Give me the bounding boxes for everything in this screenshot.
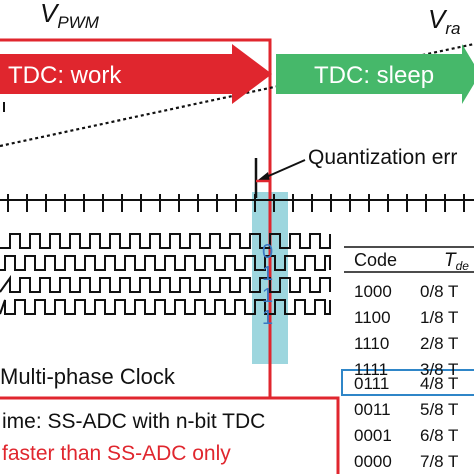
table-t-4: 4/8 T: [420, 374, 458, 393]
table-code-3: 1111: [354, 360, 388, 379]
v-ramp-label: Vra: [428, 4, 460, 38]
clock-phase-3: [0, 299, 331, 315]
caption-box: [0, 396, 340, 474]
table-code-4: 0111: [354, 374, 389, 393]
quantization-arrow-head: [258, 172, 270, 182]
table-code-2: 1110: [354, 334, 389, 353]
multi-phase-clock-label: Multi-phase Clock: [0, 364, 176, 389]
table-t-7: 7/8 T: [420, 452, 458, 471]
caption-line-2: faster than SS-ADC only: [2, 442, 231, 465]
clock-phase-2: [0, 274, 331, 293]
sample-bit-1: 1: [262, 263, 273, 285]
v-ramp-main: V: [428, 4, 448, 34]
table-t-0: 0/8 T: [420, 282, 458, 301]
v-pwm-main: V: [40, 0, 60, 28]
work-arrow: [0, 44, 272, 104]
sleep-arrow: [276, 44, 474, 104]
v-pwm-sub: PWM: [57, 13, 99, 32]
code-table: Code Tde 1000 0/8 T 1100 1/8 T 1110 2/8 …: [341, 246, 474, 471]
table-t-6: 6/8 T: [420, 426, 458, 445]
work-arrow-label: TDC: work: [8, 62, 122, 89]
table-code-6: 0001: [354, 426, 392, 445]
table-t-5: 5/8 T: [420, 400, 458, 419]
table-header-code: Code: [354, 250, 397, 270]
table-highlight-row: [341, 369, 474, 396]
table-header-t-sub: de: [456, 259, 470, 273]
table-code-7: 0000: [354, 452, 392, 471]
caption-line-1: ime: SS-ADC with n-bit TDC: [2, 410, 265, 433]
table-code-1: 1100: [354, 308, 391, 327]
table-code-5: 0011: [354, 400, 391, 419]
sample-bit-0: 0: [262, 241, 273, 263]
multi-phase-clock-waveforms: [0, 233, 331, 315]
v-ramp-sub: ra: [445, 19, 460, 38]
time-axis-ticks: [7, 194, 465, 212]
sleep-arrow-label: TDC: sleep: [314, 62, 434, 89]
v-pwm-label: VPWM: [40, 0, 100, 32]
table-header-t: Tde: [444, 250, 469, 273]
clock-phase-1: [0, 255, 331, 271]
table-code-0: 1000: [354, 282, 392, 301]
clock-phase-0: [0, 233, 331, 249]
quantization-arrow-line: [263, 159, 306, 179]
table-t-3: 3/8 T: [420, 360, 458, 379]
table-t-2: 2/8 T: [420, 334, 458, 353]
table-t-1: 1/8 T: [420, 308, 458, 327]
quantization-label: Quantization err: [308, 146, 457, 169]
table-header-t-main: T: [444, 250, 457, 271]
sample-bit-3: 1: [262, 307, 273, 329]
sample-bit-2: 1: [262, 285, 273, 307]
pwm-waveform: [0, 38, 272, 188]
